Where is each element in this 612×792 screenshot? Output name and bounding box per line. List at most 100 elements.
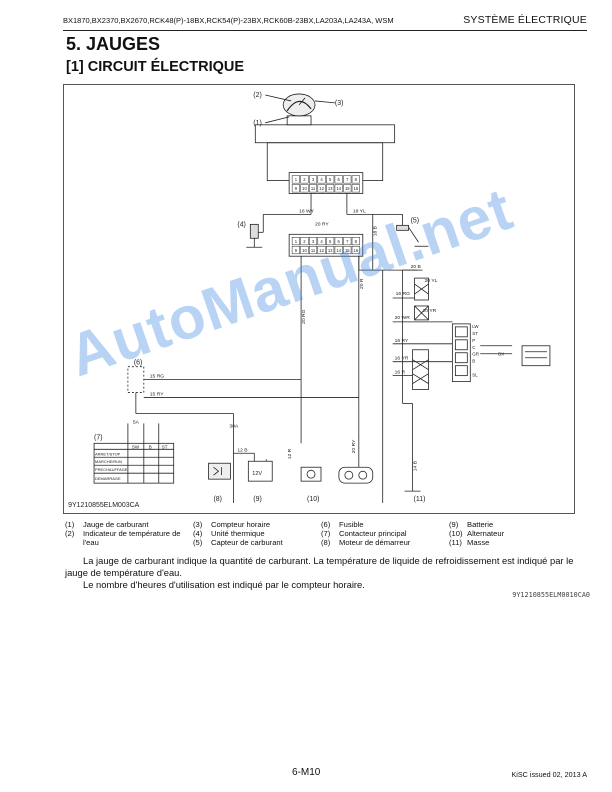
connector-pin [343,245,352,255]
paragraph-text: La jauge de carburant indique la quantit… [65,555,574,578]
legend-number: (11) [449,538,462,547]
connector-pin-label: 11 [311,186,316,191]
connector-pin-label: 1 [295,177,298,182]
connector-pin-label: 16 [354,186,359,191]
callout-2: (2) [253,92,261,99]
legend-number: (3) [193,520,203,529]
body-paragraph-2: Le nombre d'heures d'utilisation est ind… [65,579,595,591]
legend-item: (1)Jauge de carburant [65,520,193,529]
connector-pin [308,184,318,193]
plug-connector [338,466,374,484]
legend-text: Fusible [339,520,364,529]
figure-id: 9Y1210855ELM003CA [68,502,139,509]
callout-1: (1) [253,120,261,127]
legend-item: (8) Moteur de démarreur [321,538,449,547]
legend-item: (6)Fusible [321,520,449,529]
wire-label: 20 B [411,264,422,270]
page-header: BX1870,BX2370,BX2670,RCK48(P)-18BX,RCK54… [63,14,587,28]
legend-text: Masse [467,538,490,547]
switch-connector [451,323,471,383]
legend-item: (3) Compteur horaire [193,520,321,529]
relay-block [412,277,429,390]
issue-note: KiSC issued 02, 2013 A [511,770,587,779]
switch-term: B [472,359,475,364]
switch-term: SL [472,373,478,378]
connector-pin-label: 16 [354,248,359,253]
connector-pin [343,184,352,193]
connector-pin [300,245,309,255]
wire-label: 16 RG [396,291,410,297]
connector-pin-label: 3 [312,177,315,182]
connector-pin [308,237,318,246]
table-header: ST [162,444,168,449]
switch-term: GR [472,352,479,357]
callout-10: (10) [307,496,319,503]
table-row: ARRET/STOP [95,451,121,456]
connector-pin-label: 8 [355,239,358,244]
connector-pin-label: 7 [346,177,349,182]
legend-number: (2) [65,529,75,538]
legend-text: Moteur de démarreur [339,538,411,547]
ground-icon [404,483,421,492]
callout-7: (7) [94,434,103,441]
connector-pin [351,184,360,193]
callout-6: (6) [134,360,143,367]
connector-pin [300,184,309,193]
chapter-title: 5. JAUGES [66,34,161,54]
legend-number: (4) [193,529,203,538]
legend-number: (8) [321,538,331,547]
wire-label: 15 RY [150,392,164,398]
connector-pin [334,175,343,184]
connector-pin [300,237,309,246]
battery-voltage: 12V [252,471,262,477]
table-row: DEMARRAGE [95,476,121,481]
wire-label: 20 RG [301,309,307,323]
connector-pin [343,237,352,246]
switch-term: LW [472,324,479,329]
switch-term: P [472,338,475,343]
legend-item: (11) Masse [449,538,577,547]
connector-pin-label: 12 [319,248,324,253]
connector-pin-label: 15 [345,248,350,253]
legend-text: Contacteur principal [339,529,407,538]
connector-pin-label: 11 [311,248,316,253]
gauge-cluster-icon [254,93,396,181]
connector-pin-label: 5 [329,239,332,244]
legend-number: (9) [449,520,459,529]
callout-8: (8) [213,496,222,503]
connector-pin [291,245,300,255]
table-row: PRECHAUFFAGE [95,467,128,472]
switch-term: BX [498,352,504,357]
connector-pin [334,245,343,255]
legend-number: (5) [193,538,203,547]
fuel-sensor-icon [396,224,429,247]
connector-pin [308,245,318,255]
wire-label: 20 YR [423,308,437,314]
connector-pin-label: 13 [328,248,333,253]
connector-pin-label: 7 [346,239,349,244]
wire-label: 16 WY [299,208,315,214]
connector-pin [300,175,309,184]
connector-pin [317,245,326,255]
legend-item: (4)Unité thermique [193,529,321,538]
connector-pin-label: 9 [295,248,298,253]
callout-11: (11) [414,496,426,503]
wire-label: 18 YL [353,208,366,214]
wire-label: 20 RY [351,439,357,453]
connector-pin [334,237,343,246]
callout-3: (3) [335,100,344,107]
wire-label: 20 RY [315,221,329,227]
legend-text: Compteur horaire [211,520,271,529]
legend-item: (9)Batterie [449,520,577,529]
table-row: MARCHE/RUN [95,459,122,464]
wire-label: 20 R [359,278,365,289]
legend-item: (7)Contacteur principal [321,529,449,538]
wire-label: 12 B [237,447,248,453]
connector-pin [334,184,343,193]
connector-pin-label: 10 [302,248,307,253]
wire-label: 16 R [395,370,406,376]
wire-label: 30A [229,423,239,429]
